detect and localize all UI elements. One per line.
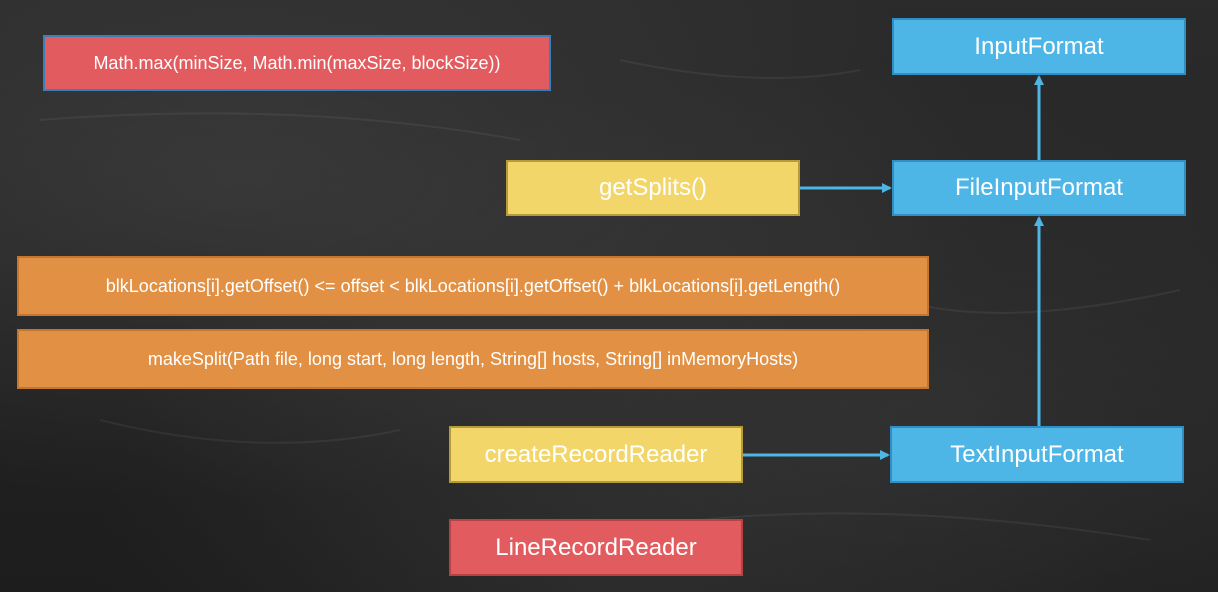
blk-condition-box: blkLocations[i].getOffset() <= offset < … — [17, 256, 929, 316]
get-splits-box: getSplits() — [506, 160, 800, 216]
input-format-label: InputFormat — [974, 32, 1104, 60]
make-split-box: makeSplit(Path file, long start, long le… — [17, 329, 929, 389]
line-record-reader-label: LineRecordReader — [495, 533, 697, 561]
file-input-format-box: FileInputFormat — [892, 160, 1186, 216]
input-format-box: InputFormat — [892, 18, 1186, 75]
blk-condition-text: blkLocations[i].getOffset() <= offset < … — [105, 275, 841, 296]
formula-text: Math.max(minSize, Math.min(maxSize, bloc… — [93, 52, 501, 73]
make-split-text: makeSplit(Path file, long start, long le… — [147, 348, 799, 369]
file-input-format-label: FileInputFormat — [954, 174, 1124, 201]
line-record-reader-box: LineRecordReader — [449, 519, 743, 576]
create-record-reader-box: createRecordReader — [449, 426, 743, 483]
text-input-format-box: TextInputFormat — [890, 426, 1184, 483]
text-input-format-label: TextInputFormat — [950, 440, 1124, 468]
create-record-reader-label: createRecordReader — [484, 440, 708, 468]
get-splits-label: getSplits() — [598, 174, 708, 201]
formula-box: Math.max(minSize, Math.min(maxSize, bloc… — [43, 35, 551, 91]
